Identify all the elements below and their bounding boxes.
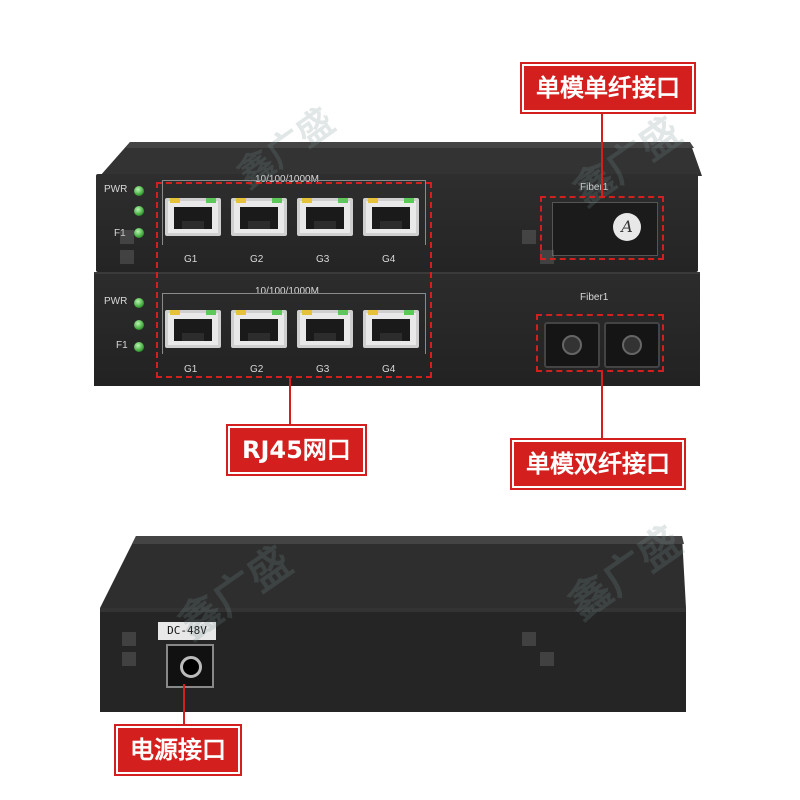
watermark-block <box>122 632 136 646</box>
top-pwr-label: PWR <box>104 184 128 195</box>
bottom-port-bracket <box>162 293 426 354</box>
bottom-rj45-port-g4[interactable] <box>363 310 419 348</box>
bottom-rj45-port-g3[interactable] <box>297 310 353 348</box>
watermark-block <box>540 652 554 666</box>
top-rj45-port-g3[interactable] <box>297 198 353 236</box>
bottom-pwr-led <box>134 298 144 308</box>
bottom-led-2 <box>134 320 144 330</box>
fiber-rx-core <box>622 335 642 355</box>
rj45-leader-line <box>289 378 291 428</box>
single-fiber-leader-line <box>601 100 603 196</box>
top-port-bracket <box>162 180 426 245</box>
power-jack[interactable] <box>166 644 214 688</box>
bottom-f1-led <box>134 342 144 352</box>
top-led-2 <box>134 206 144 216</box>
top-device-lid <box>100 142 702 176</box>
bottom-fiber-rx-port[interactable] <box>604 322 660 368</box>
bottom-port-label-g4: G4 <box>382 364 396 375</box>
top-port-label-g1: G1 <box>184 254 198 265</box>
bottom-port-group-label: 10/100/1000M <box>255 286 319 297</box>
watermark-block <box>522 230 536 244</box>
top-port-label-g3: G3 <box>316 254 330 265</box>
fiber-tx-core <box>562 335 582 355</box>
rear-device-body <box>100 536 686 712</box>
watermark-block <box>540 250 554 264</box>
top-f1-led <box>134 228 144 238</box>
power-label: DC-48V <box>158 622 216 640</box>
rj45-highlight-box <box>156 182 432 378</box>
watermark-block <box>522 632 536 646</box>
bottom-rj45-port-g2[interactable] <box>231 310 287 348</box>
dual-fiber-callout: 单模双纤接口 <box>512 440 684 488</box>
fiber-a-badge: A <box>613 213 641 241</box>
power-jack-pin <box>180 656 202 678</box>
bottom-f1-label: F1 <box>116 340 128 351</box>
watermark-block <box>122 652 136 666</box>
single-fiber-callout: 单模单纤接口 <box>522 64 694 112</box>
top-pwr-led <box>134 186 144 196</box>
dual-fiber-highlight-box <box>536 314 664 372</box>
top-port-label-g2: G2 <box>250 254 264 265</box>
power-callout: 电源接口 <box>116 726 240 774</box>
bottom-port-label-g3: G3 <box>316 364 330 375</box>
top-rj45-port-g4[interactable] <box>363 198 419 236</box>
bottom-pwr-label: PWR <box>104 296 128 307</box>
top-fiber-label: Fiber1 <box>580 182 609 193</box>
bottom-port-label-g2: G2 <box>250 364 264 375</box>
top-port-group-label: 10/100/1000M <box>255 174 319 185</box>
power-leader-line <box>183 684 185 726</box>
top-fiber-port[interactable]: A <box>552 202 658 256</box>
bottom-fiber-tx-port[interactable] <box>544 322 600 368</box>
bottom-rj45-port-g1[interactable] <box>165 310 221 348</box>
watermark-block <box>120 230 134 244</box>
top-rj45-port-g2[interactable] <box>231 198 287 236</box>
watermark-block <box>120 250 134 264</box>
dual-fiber-leader-line <box>601 372 603 438</box>
top-rj45-port-g1[interactable] <box>165 198 221 236</box>
rj45-callout: RJ45网口 <box>228 426 365 474</box>
top-port-label-g4: G4 <box>382 254 396 265</box>
bottom-fiber-label: Fiber1 <box>580 292 609 303</box>
bottom-port-label-g1: G1 <box>184 364 198 375</box>
top-f1-label: F1 <box>114 228 126 239</box>
single-fiber-highlight-box <box>540 196 664 260</box>
